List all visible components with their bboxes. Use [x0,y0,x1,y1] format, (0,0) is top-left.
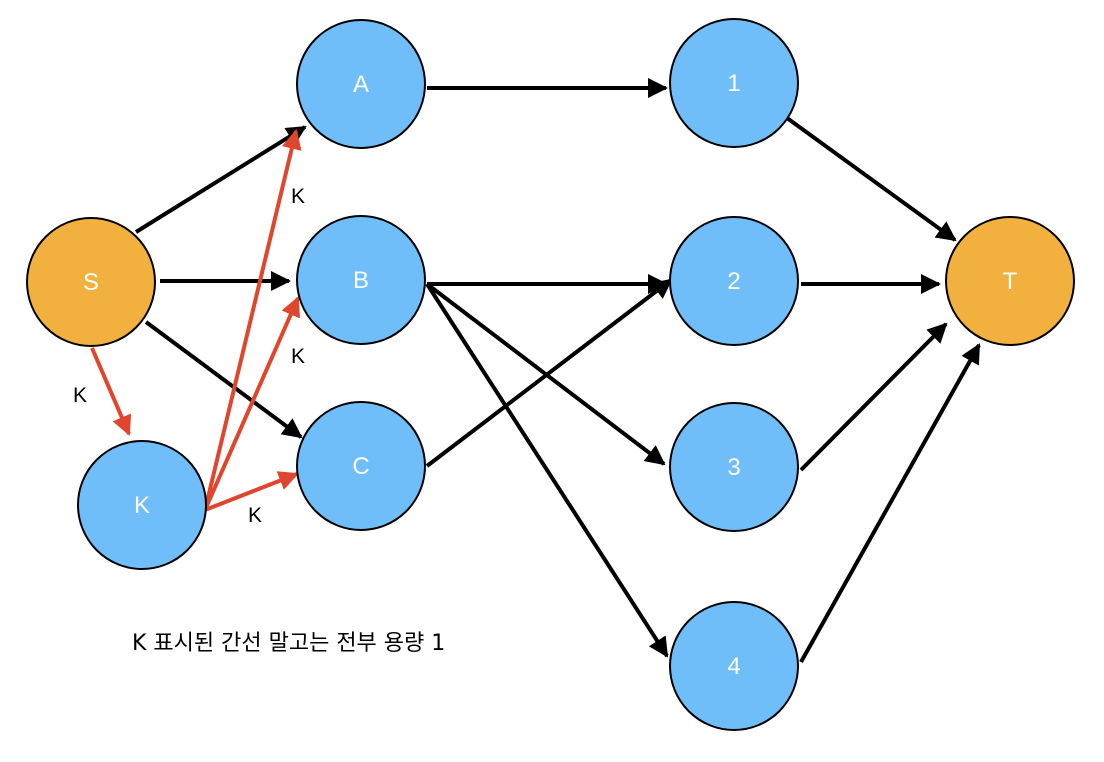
node-label-b: B [353,267,369,294]
node-circle-c [296,401,426,531]
edge-s-k [90,347,132,436]
node-k: K [77,440,207,570]
node-a: A [296,19,426,149]
node-circle-1 [669,18,799,148]
edge-k-a [203,129,302,511]
node-label-a: A [353,71,369,98]
node-circle-4 [669,601,799,731]
nodes: S K A B C 1 2 3 4 T [26,18,1075,731]
edge-labels: K K K K [73,185,305,527]
node-circle-s [26,217,156,347]
edge-label-s-k: K [73,384,87,407]
node-label-c: C [352,453,369,480]
edge-4-t [799,343,981,663]
node-b: B [296,215,426,345]
node-2: 2 [669,216,799,346]
edge-1-t [785,116,957,242]
node-label-t: T [1003,268,1018,295]
node-t: T [945,216,1075,346]
edge-b-4 [425,282,669,658]
edge-k-c [204,471,299,512]
edge-label-k-b: K [291,345,305,368]
edge-3-t [799,322,948,472]
node-circle-a [296,19,426,149]
node-label-4: 4 [727,653,740,680]
edge-c-2 [425,278,673,468]
node-label-2: 2 [727,268,740,295]
node-label-k: K [134,492,150,519]
node-4: 4 [669,601,799,731]
node-3: 3 [669,402,799,532]
edge-s-c [144,320,303,439]
edge-k-b [203,296,300,511]
node-circle-b [296,215,426,345]
node-label-3: 3 [727,454,740,481]
node-circle-t [945,216,1075,346]
node-1: 1 [669,18,799,148]
node-c: C [296,401,426,531]
node-circle-k [77,440,207,570]
node-circle-2 [669,216,799,346]
node-circle-3 [669,402,799,532]
capacity-note: K 표시된 간선 말고는 전부 용량 1 [132,631,445,656]
node-label-1: 1 [727,70,740,97]
edges [90,78,981,663]
node-label-s: S [83,269,99,296]
edge-label-k-c: K [248,504,262,527]
edge-label-k-a: K [291,185,305,208]
node-s: S [26,217,156,347]
edge-s-a [134,125,307,234]
